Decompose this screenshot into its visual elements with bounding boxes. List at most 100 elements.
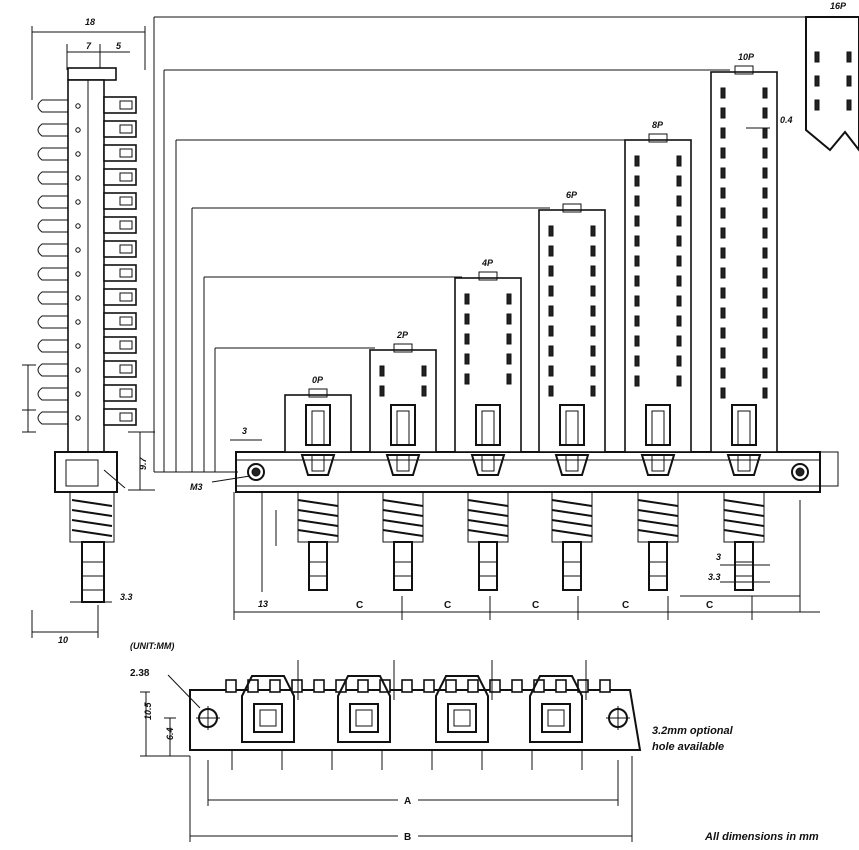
- contact-slot: [676, 215, 682, 227]
- contact-slot: [676, 375, 682, 387]
- contact-slot: [720, 327, 726, 339]
- contact-slot: [590, 225, 596, 237]
- rail-tooth: [555, 679, 567, 693]
- contact-slot: [762, 107, 768, 119]
- contact-slot: [634, 375, 640, 387]
- switch-top-tab: [393, 343, 413, 353]
- switch-window-inner: [481, 410, 495, 446]
- switch-top-tab: [478, 271, 498, 281]
- contact-slot: [634, 295, 640, 307]
- bottom-switch-inner: [547, 709, 565, 727]
- rail-tooth: [357, 679, 369, 693]
- contact-slot: [720, 287, 726, 299]
- switch-label: 4P: [481, 258, 494, 268]
- side-contact-left: [37, 267, 68, 281]
- switch-label: 0P: [312, 375, 324, 385]
- dim-height: 9.7: [138, 456, 148, 470]
- dim-pin-b: 3.3: [708, 572, 721, 582]
- contact-slot: [762, 307, 768, 319]
- rail-tooth: [489, 679, 501, 693]
- side-contact-left: [37, 387, 68, 401]
- contact-slot: [548, 345, 554, 357]
- contact-slot: [762, 227, 768, 239]
- switch-top-tab: [648, 133, 668, 143]
- bottom-switch: [435, 660, 493, 743]
- contact-slot: [379, 365, 385, 377]
- rail-tooth: [423, 679, 435, 693]
- contact-slot: [379, 385, 385, 397]
- switch-spring: [467, 499, 509, 537]
- contact-slot: [634, 235, 640, 247]
- contact-slot: [464, 353, 470, 365]
- switch-module: 10P: [710, 52, 778, 591]
- switch-panel: [284, 394, 352, 453]
- rail-tooth: [599, 679, 611, 693]
- bottom-switch-inner: [453, 709, 471, 727]
- contact-slot: [590, 265, 596, 277]
- contact-slot: [548, 305, 554, 317]
- side-contact-window: [119, 412, 133, 422]
- side-contact-left: [37, 147, 68, 161]
- unit-label: (UNIT:MM): [130, 641, 174, 651]
- switch-window-inner: [311, 410, 325, 446]
- mount-hole-label: M3: [190, 482, 203, 492]
- contact-slot: [634, 315, 640, 327]
- side-contact-dot: [75, 199, 81, 205]
- contact-slot: [720, 267, 726, 279]
- side-contact-window: [119, 340, 133, 350]
- switch-label: 6P: [566, 190, 578, 200]
- contact-slot: [762, 287, 768, 299]
- contact-slot: [421, 385, 427, 397]
- rail-tooth: [445, 679, 457, 693]
- contact-slot: [676, 275, 682, 287]
- contact-slot: [720, 107, 726, 119]
- side-contact-left: [37, 99, 68, 113]
- side-contact-left: [37, 363, 68, 377]
- switch-label: 2P: [396, 330, 409, 340]
- side-contact-window: [119, 172, 133, 182]
- contact-slot: [464, 373, 470, 385]
- contact-slot: [506, 333, 512, 345]
- contact-slot: [506, 313, 512, 325]
- contact-slot: [676, 155, 682, 167]
- contact-slot: [548, 245, 554, 257]
- contact-slot: [506, 353, 512, 365]
- contact-slot: [634, 175, 640, 187]
- contact-slot: [720, 347, 726, 359]
- side-contact-window: [119, 388, 133, 398]
- switch-window-inner: [396, 410, 410, 446]
- side-contact-dot: [75, 127, 81, 133]
- side-contact-left: [37, 195, 68, 209]
- contact-slot: [634, 275, 640, 287]
- actuator-head: [554, 454, 590, 476]
- contact-slot: [548, 225, 554, 237]
- dim-pin-a: 3: [716, 552, 721, 562]
- switch-window-inner: [651, 410, 665, 446]
- contact-slot: [720, 167, 726, 179]
- span-a-label: A: [404, 796, 411, 807]
- contact-slot: [634, 155, 640, 167]
- actuator-head: [640, 454, 676, 476]
- side-contact-left: [37, 339, 68, 353]
- hole-diameter-label: 2.38: [130, 668, 150, 679]
- side-contact-dot: [75, 367, 81, 373]
- contact-slot: [762, 87, 768, 99]
- side-contact-dot: [75, 271, 81, 277]
- switch-module: 6P: [538, 190, 606, 591]
- footer-note: All dimensions in mm: [704, 831, 819, 843]
- side-contact-window: [119, 196, 133, 206]
- plunger: [648, 541, 668, 591]
- switch-spring: [723, 499, 765, 537]
- side-contact-left: [37, 171, 68, 185]
- contact-slot: [676, 255, 682, 267]
- side-contact-left: [37, 123, 68, 137]
- switch-panel: [369, 349, 437, 453]
- switch-spring: [382, 499, 424, 537]
- pitch-label: C: [622, 600, 629, 611]
- rail-tooth: [401, 679, 413, 693]
- contact-slot: [676, 195, 682, 207]
- contact-slot: [676, 235, 682, 247]
- rail-tooth: [269, 679, 281, 693]
